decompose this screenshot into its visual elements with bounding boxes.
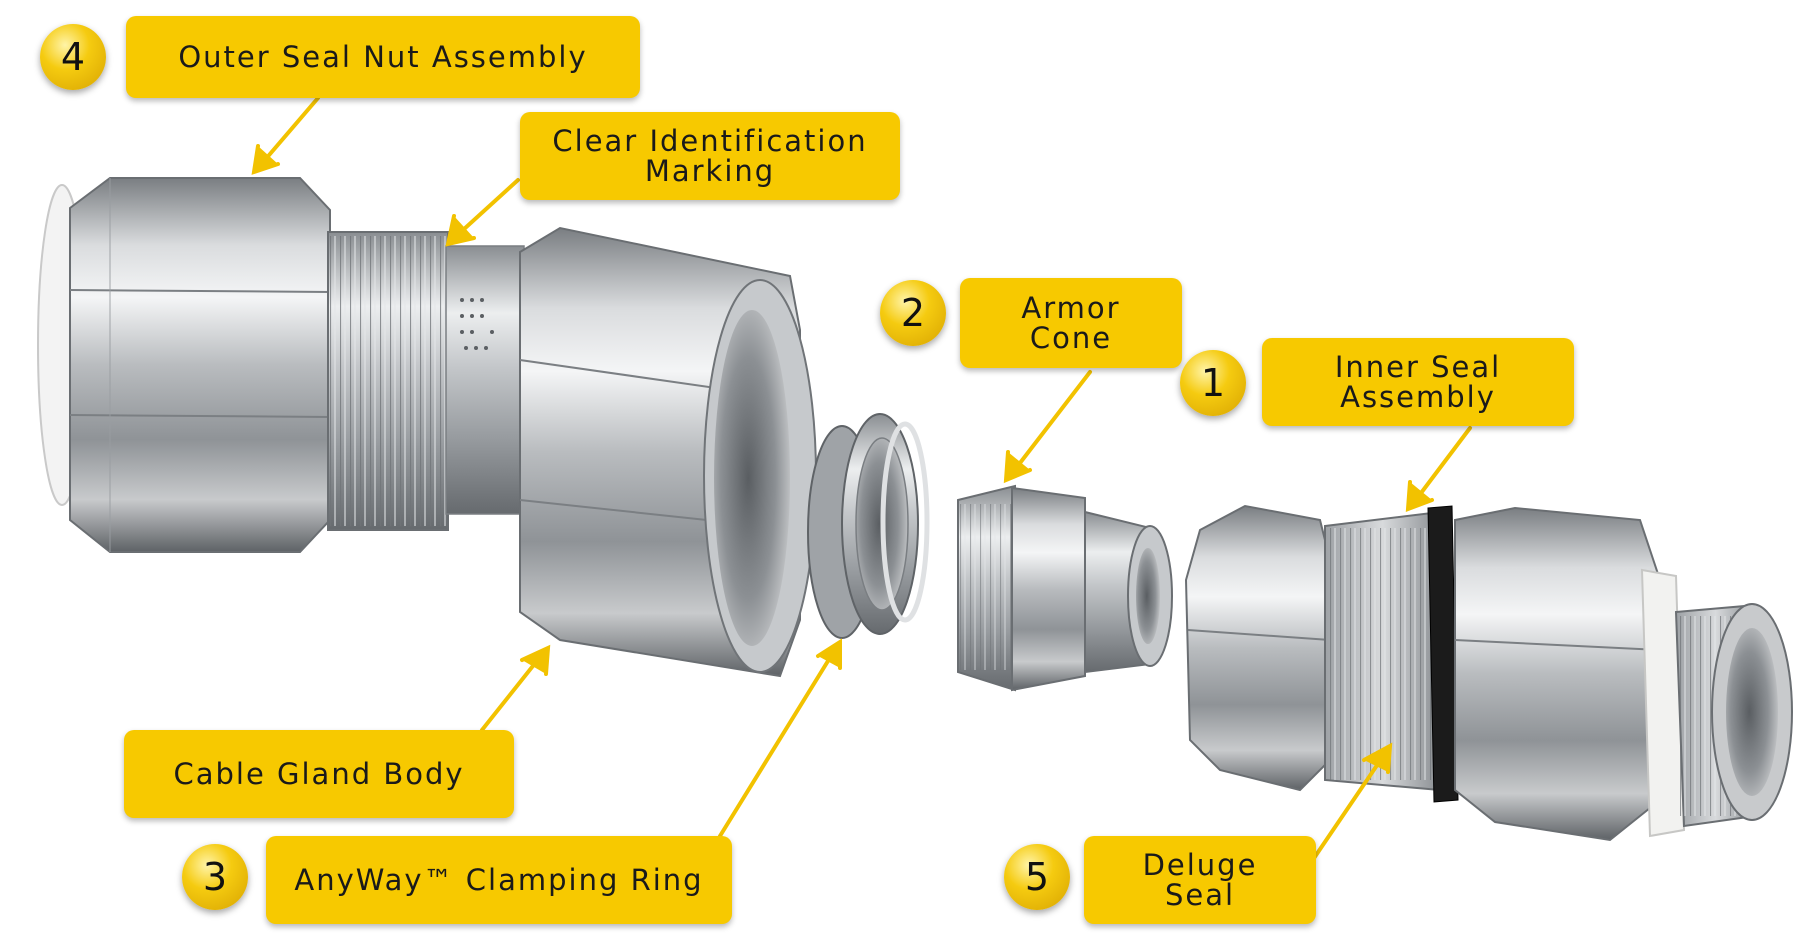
badge-armor-cone: 2 — [880, 280, 946, 346]
badge-number: 5 — [1024, 855, 1050, 899]
label-anyway-clamping-ring: AnyWay™ Clamping Ring — [266, 836, 732, 924]
label-text: AnyWay™ Clamping Ring — [294, 862, 704, 897]
cable-gland-body-part — [519, 226, 817, 678]
label-armor-cone: Armor Cone — [960, 278, 1182, 368]
badge-inner-seal: 1 — [1180, 350, 1246, 416]
outer-seal-nut-part — [37, 177, 331, 553]
label-text: Outer Seal Nut Assembly — [178, 39, 588, 74]
arrow-clamping-ring — [718, 638, 842, 838]
badge-clamping-ring: 3 — [182, 844, 248, 910]
badge-number: 1 — [1200, 361, 1226, 405]
badge-number: 4 — [60, 35, 86, 79]
label-text: Armor Cone — [1021, 290, 1121, 355]
label-text: Clear Identification Marking — [552, 123, 868, 188]
leader-arrows — [251, 96, 1472, 866]
arrow-inner-seal — [1405, 426, 1472, 512]
clamping-ring-part — [807, 413, 930, 639]
badge-number: 3 — [202, 855, 228, 899]
armor-cone-part — [957, 484, 1173, 692]
gland-thread-section — [327, 231, 525, 531]
label-text: Inner Seal Assembly — [1334, 349, 1502, 414]
label-text: Deluge Seal — [1142, 847, 1258, 912]
arrow-armor-cone — [1003, 370, 1092, 484]
badge-outer-seal-nut: 4 — [40, 24, 106, 90]
badge-number: 2 — [900, 291, 926, 335]
label-clear-identification-marking: Clear Identification Marking — [520, 112, 900, 200]
label-text: Cable Gland Body — [173, 756, 465, 791]
badge-deluge-seal: 5 — [1004, 844, 1070, 910]
label-outer-seal-nut-assembly: Outer Seal Nut Assembly — [126, 16, 640, 98]
arrow-outer-seal-nut — [251, 96, 320, 175]
arrow-cable-gland-body — [480, 644, 551, 732]
arrow-deluge-seal — [1308, 742, 1393, 866]
inner-seal-assembly-part — [1184, 504, 1793, 842]
label-inner-seal-assembly: Inner Seal Assembly — [1262, 338, 1574, 426]
arrow-clear-identification — [445, 178, 520, 247]
label-deluge-seal: Deluge Seal — [1084, 836, 1316, 924]
label-cable-gland-body: Cable Gland Body — [124, 730, 514, 818]
